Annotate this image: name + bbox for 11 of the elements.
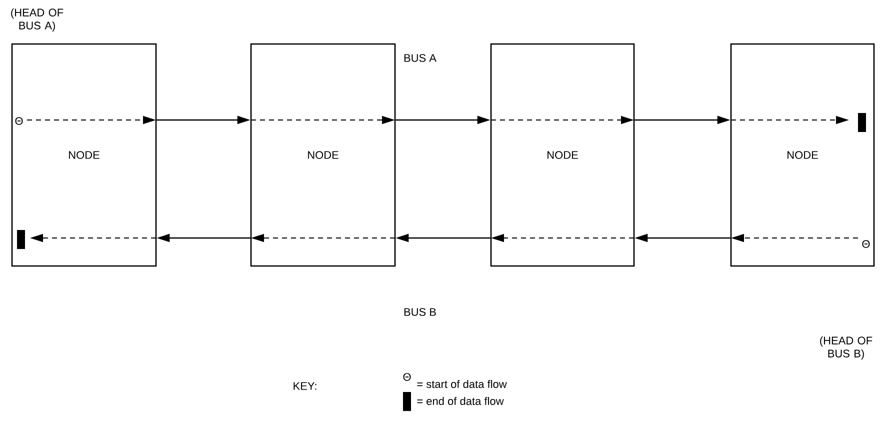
start-symbol: Θ bbox=[15, 117, 23, 125]
head-label: (HEAD OF BUS A) bbox=[11, 8, 64, 32]
legend-text: = start of data flow bbox=[417, 380, 507, 388]
node-box: NODE bbox=[250, 43, 396, 267]
bus-label: BUS B bbox=[404, 308, 436, 316]
legend-text: = end of data flow bbox=[417, 396, 504, 406]
start-symbol: Θ bbox=[403, 373, 411, 381]
head-label: (HEAD OF BUS B) bbox=[820, 336, 872, 360]
key-label: KEY: bbox=[294, 382, 316, 390]
node-box: NODE bbox=[490, 43, 635, 267]
start-symbol: Θ bbox=[862, 240, 870, 248]
